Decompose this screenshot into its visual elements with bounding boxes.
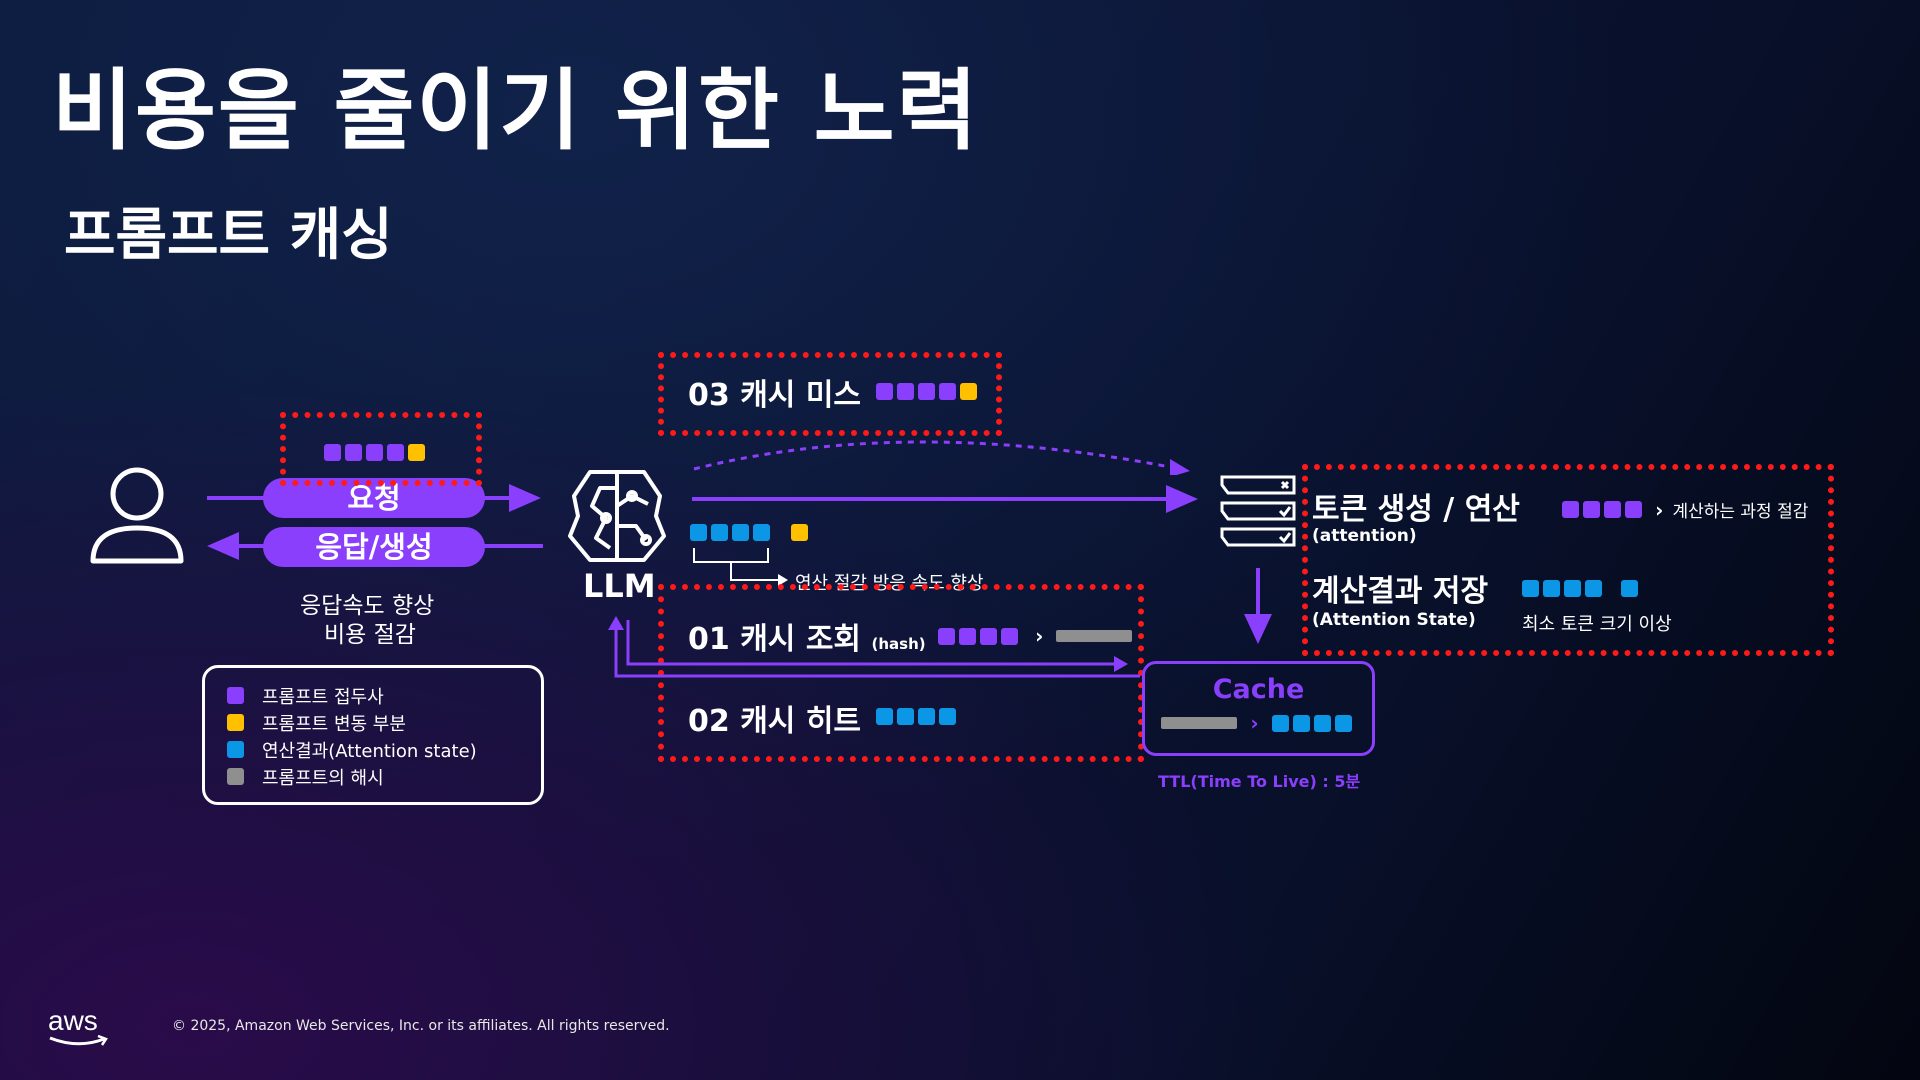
aws-logo: aws [48,1007,110,1053]
store-tokens [1522,578,1642,597]
tokengen-to-cache-arrow [1244,568,1272,644]
benefit-cost: 비용 절감 [324,622,416,648]
copyright: © 2025, Amazon Web Services, Inc. or its… [172,1018,670,1034]
chevron-right-icon: › [1655,497,1664,522]
tokengen-store-highlight [1302,464,1834,656]
cache-ttl: TTL(Time To Live) : 5분 [1158,772,1361,791]
store-sub: (Attention State) [1312,610,1476,630]
cache-miss-arc [693,440,1190,475]
user-icon [90,467,184,564]
cache-miss-tokens [876,381,981,400]
page-title: 비용을 줄이기 위한 노력 [52,59,980,162]
cache-hash-bar [1161,717,1238,729]
benefit-speed: 응답속도 향상 [300,593,435,619]
store-title: 계산결과 저장 [1312,574,1489,609]
tokengen-sub: (attention) [1312,526,1417,546]
cache-miss-label: 03 캐시 미스 [688,378,862,413]
llm-to-tokengen-arrow [692,485,1198,513]
cache-lookup-tokens: › [938,624,1133,648]
chevron-right-icon: › [1250,711,1259,735]
legend: 프롬프트 접두사 프롬프트 변동 부분 연산결과(Attention state… [202,665,544,805]
cache-box: Cache › [1142,661,1375,756]
legend-item-attention: 연산결과(Attention state) [227,736,519,763]
cache-content: › [1145,711,1372,735]
tokengen-tokens: › 계산하는 과정 절감 [1562,497,1808,522]
tokengen-title: 토큰 생성 / 연산 [1312,492,1520,527]
response-pill: 응답/생성 [263,527,485,567]
request-tokens [324,442,429,461]
llm-label: LLM [583,567,656,605]
llm-cache-connector [608,616,1140,678]
hash-bar [1056,630,1133,642]
chevron-right-icon: › [1035,624,1044,648]
page-subtitle: 프롬프트 캐싱 [64,203,393,268]
cache-title: Cache [1212,674,1305,705]
cache-hit-label: 02 캐시 히트 [688,704,862,739]
cache-hit-tokens [876,706,960,725]
store-note: 최소 토큰 크기 이상 [1522,614,1672,635]
cache-lookup-hit-highlight [658,584,1144,762]
checklist-icon [1220,475,1296,547]
legend-item-variable: 프롬프트 변동 부분 [227,709,519,736]
cache-miss-highlight [658,352,1002,436]
llm-tokens-bracket [693,548,788,586]
llm-brain-icon [568,470,666,562]
legend-item-prefix: 프롬프트 접두사 [227,682,519,709]
llm-output-tokens [690,522,812,541]
cache-lookup-label: 01 캐시 조회 (hash) [688,622,926,657]
request-tokens-highlight [280,412,482,486]
legend-item-hash: 프롬프트의 해시 [227,763,519,790]
aws-smile-icon [49,1034,108,1046]
